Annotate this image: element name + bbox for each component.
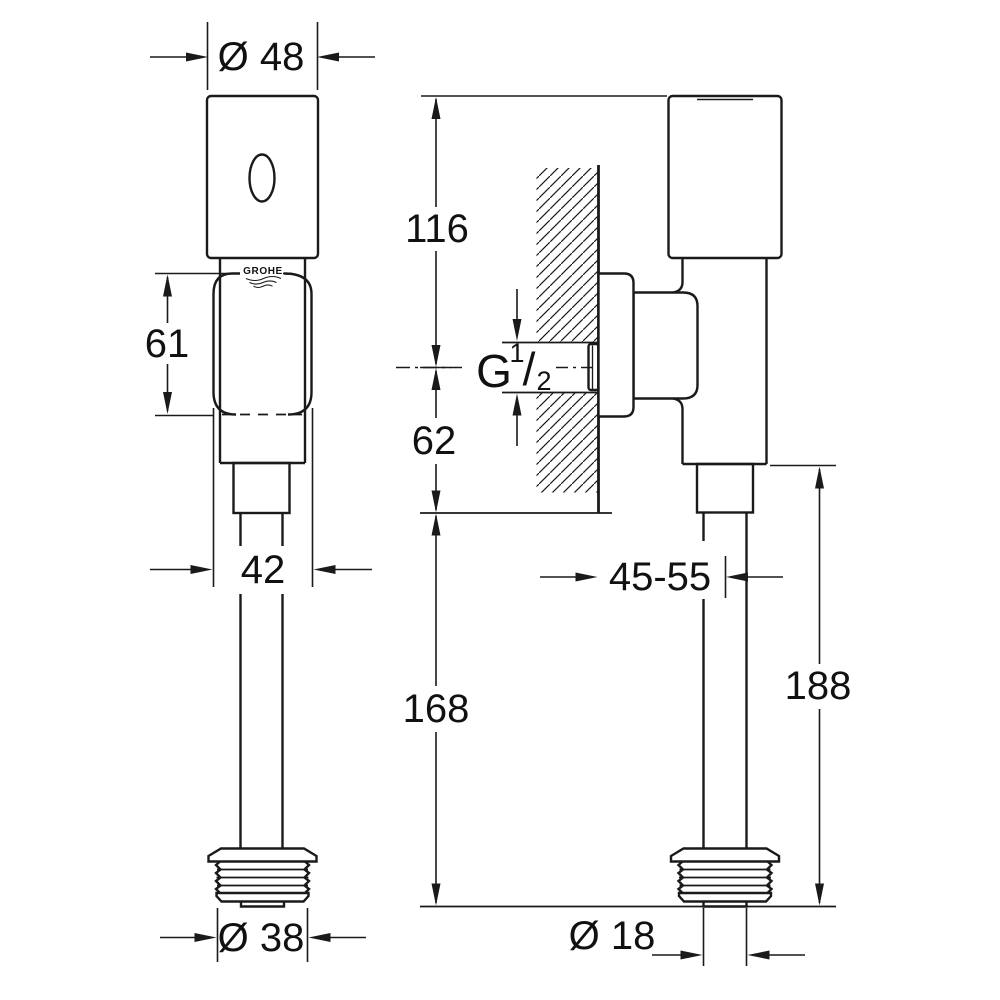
- dim-pipe-diameter: Ø 18: [569, 914, 656, 958]
- sensor-head-front: [205, 94, 320, 260]
- grohe-logo-text: GROHE: [243, 266, 283, 277]
- dim-wall-distance: 45-55: [609, 555, 711, 599]
- front-view: [205, 94, 320, 908]
- brand-mark: GROHE: [243, 266, 283, 289]
- thread-letter: G: [476, 345, 512, 397]
- cover-sleeve: [212, 272, 313, 416]
- dim-body-to-end: 188: [785, 664, 852, 708]
- outlet-connector-front: [232, 461, 291, 515]
- wall-section: [536, 165, 600, 513]
- dimension-labels: Ø 48 61 42 Ø 38 116 62 45-55 168 188 Ø 1…: [145, 35, 852, 960]
- dim-union-diameter: Ø 38: [218, 916, 305, 960]
- dimension-lines: [150, 22, 836, 966]
- pipe-union-side: [669, 847, 781, 908]
- wall-hatching-upper: [536, 168, 598, 342]
- wall-bracket: [632, 291, 699, 400]
- side-view: [502, 94, 783, 908]
- thread-denominator: 2: [536, 366, 551, 396]
- wall-hatching-lower: [536, 393, 598, 493]
- valve-body-front: [218, 258, 307, 465]
- thread-slash: /: [523, 343, 536, 395]
- sensor-head-side: [667, 94, 783, 260]
- dim-inlet-to-outlet: 62: [412, 419, 457, 463]
- dim-head-diameter: Ø 48: [218, 35, 305, 79]
- sensor-window: [248, 153, 276, 203]
- dim-outlet-to-end: 168: [403, 687, 470, 731]
- thread-size-label: G 1 / 2: [476, 338, 551, 397]
- dim-sleeve-width: 42: [241, 548, 286, 592]
- thread-numerator: 1: [509, 338, 524, 368]
- grohe-logo-waves: [245, 275, 282, 289]
- dim-sleeve-height: 61: [145, 322, 190, 366]
- outlet-connector-side: [695, 462, 755, 514]
- pipe-union-front: [207, 847, 318, 908]
- dim-top-to-inlet: 116: [405, 207, 469, 251]
- outlet-pipe-side: [702, 512, 748, 849]
- dimension-arrowheads: [163, 52, 824, 960]
- outlet-pipe-front: [239, 513, 284, 849]
- escutcheon: [597, 272, 635, 418]
